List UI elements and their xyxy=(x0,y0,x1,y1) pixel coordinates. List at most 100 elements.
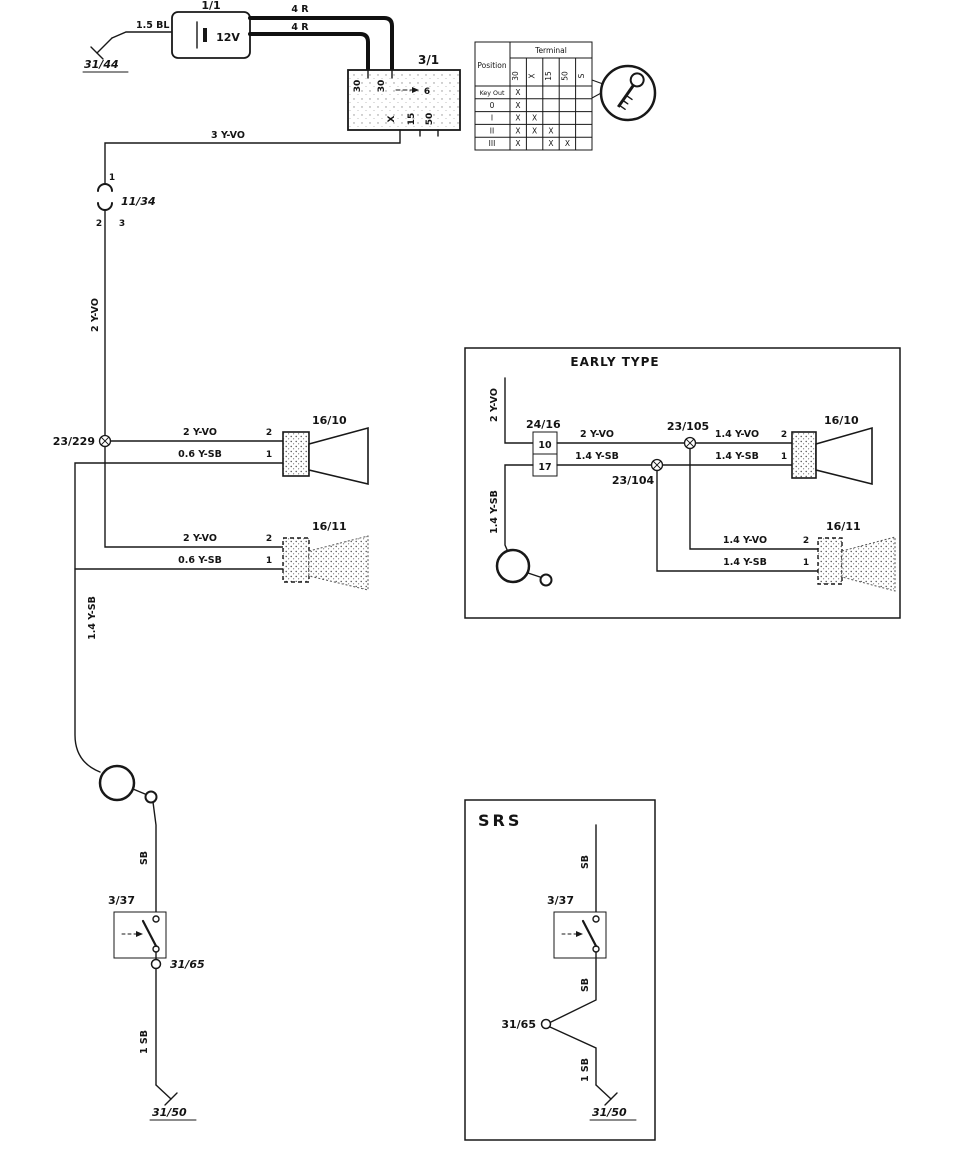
wire-horn2-vo xyxy=(104,445,284,548)
splice-23-104: 23/104 xyxy=(612,458,664,487)
battery-label: 1/1 xyxy=(201,0,220,12)
early-type-frame xyxy=(464,347,901,619)
arrow-icon xyxy=(576,931,583,937)
table-mark: X xyxy=(532,114,537,123)
connector-31-65-srs: 31/65 xyxy=(501,1018,552,1031)
horn-16-11-early: 16/11 xyxy=(817,520,896,592)
wire-branch-sb xyxy=(656,469,819,572)
wire-sb xyxy=(152,801,157,913)
table-col: 50 xyxy=(560,71,569,81)
key-shaft xyxy=(617,84,635,108)
pin-label: 17 xyxy=(538,462,551,473)
key-tooth xyxy=(625,94,633,101)
wire-label: 4 R xyxy=(291,22,309,33)
pin-label: 30 xyxy=(353,80,363,93)
horn-icon-trumpet xyxy=(841,536,896,592)
wire-3yvo xyxy=(104,129,401,185)
pin-label: 30 xyxy=(377,80,387,93)
pin-label: 1 xyxy=(266,556,272,566)
horn-icon-trumpet xyxy=(308,426,369,486)
ground-label: 31/44 xyxy=(84,58,119,71)
table-mark: X xyxy=(515,88,520,97)
arrow-icon xyxy=(412,87,419,93)
wire-1sb-srs xyxy=(549,1026,597,1086)
contact-ring-icon xyxy=(144,790,158,804)
wire-label: SB xyxy=(580,855,591,869)
switch-blade xyxy=(141,919,158,948)
wire-label: 1.4 Y-VO xyxy=(715,429,759,440)
table-row-label: II xyxy=(490,127,494,136)
key-tooth xyxy=(618,104,626,111)
table-title: Terminal xyxy=(534,46,567,55)
table-position-header: Position xyxy=(477,61,506,70)
table-row-label: 0 xyxy=(490,101,495,110)
splice-23-229: 23/229 xyxy=(53,434,112,448)
splice-x xyxy=(685,438,695,448)
connector-label: 11/34 xyxy=(121,195,156,208)
ignition-terminal-table: Terminal Position 30 X 15 50 S Key Out 0… xyxy=(474,41,593,151)
pin-label: 15 xyxy=(407,113,417,126)
horn-16-10-early: 16/10 xyxy=(791,414,873,486)
table-col: 30 xyxy=(511,71,520,81)
ground-label: 31/50 xyxy=(592,1106,627,1119)
key-tooth xyxy=(622,99,629,105)
clockspring-icon xyxy=(98,764,136,802)
wire-feed-early xyxy=(504,377,534,444)
table-mark: X xyxy=(515,139,520,148)
switch-contact xyxy=(592,915,600,923)
horn-icon-body xyxy=(817,537,843,585)
ignition-label: 3/1 xyxy=(418,53,439,67)
srs-title: SRS xyxy=(478,811,522,830)
wire-label: 2 Y-VO xyxy=(90,298,101,332)
pin-label: 2 xyxy=(96,219,102,229)
pin-label: 2 xyxy=(803,536,809,546)
srs-frame xyxy=(464,799,656,1141)
wire-label: 2 Y-VO xyxy=(580,429,614,440)
contact-link xyxy=(132,788,146,795)
wire-label: 1.4 Y-VO xyxy=(723,535,767,546)
clockspring-icon xyxy=(495,548,531,584)
contact-ring-icon xyxy=(539,573,553,587)
clockspring-contact: SB xyxy=(98,764,158,913)
horn-icon-body xyxy=(282,537,310,583)
pin-label: 1 xyxy=(803,558,809,568)
table-col: 15 xyxy=(544,71,553,81)
splice-label: 23/105 xyxy=(667,420,709,433)
pin-label: 10 xyxy=(538,440,552,451)
connector-icon xyxy=(150,958,162,970)
connector-label: 24/16 xyxy=(526,418,561,431)
table-mark: X xyxy=(565,139,570,148)
table-frame xyxy=(474,41,593,151)
splice-x xyxy=(652,460,662,470)
connector-icon xyxy=(540,1018,552,1030)
srs-section: SRS SB 3/37 SB 31/65 1 SB 31/50 xyxy=(464,799,656,1141)
table-mark: X xyxy=(515,114,520,123)
horn-label: 16/10 xyxy=(312,414,347,427)
connector-icon-bottom xyxy=(97,202,113,211)
splice-label: 23/104 xyxy=(612,474,655,487)
wire-label: 1.4 Y-SB xyxy=(489,490,500,534)
switch-blade xyxy=(581,919,598,948)
table-row-label: Key Out xyxy=(480,90,505,97)
ground-31-44: 31/44 1.5 BL xyxy=(82,20,173,73)
pin-label: X xyxy=(387,115,397,122)
ground-icon-bar xyxy=(90,46,104,60)
switch-contact xyxy=(152,915,160,923)
connector-icon-top xyxy=(97,183,113,192)
horn-label: 16/11 xyxy=(312,520,347,533)
switch-label: 3/37 xyxy=(547,894,574,907)
table-row-label: III xyxy=(489,139,496,148)
wire-horn1-sb xyxy=(74,462,284,773)
wire-label: 4 R xyxy=(291,4,309,15)
key-leader-line xyxy=(591,79,604,85)
ground-icon xyxy=(595,1084,612,1100)
table-col: S xyxy=(577,73,586,78)
connector-31-65: 31/65 1 SB xyxy=(139,958,205,1086)
battery-1-1: 1/1 12V xyxy=(171,0,251,59)
horn-label: 16/10 xyxy=(824,414,859,427)
ground-31-50: 31/50 xyxy=(149,1084,197,1121)
wire-label: 1 SB xyxy=(139,1030,150,1054)
table-mark: X xyxy=(515,101,520,110)
arrow-icon xyxy=(136,931,143,937)
table-col: X xyxy=(528,73,537,78)
